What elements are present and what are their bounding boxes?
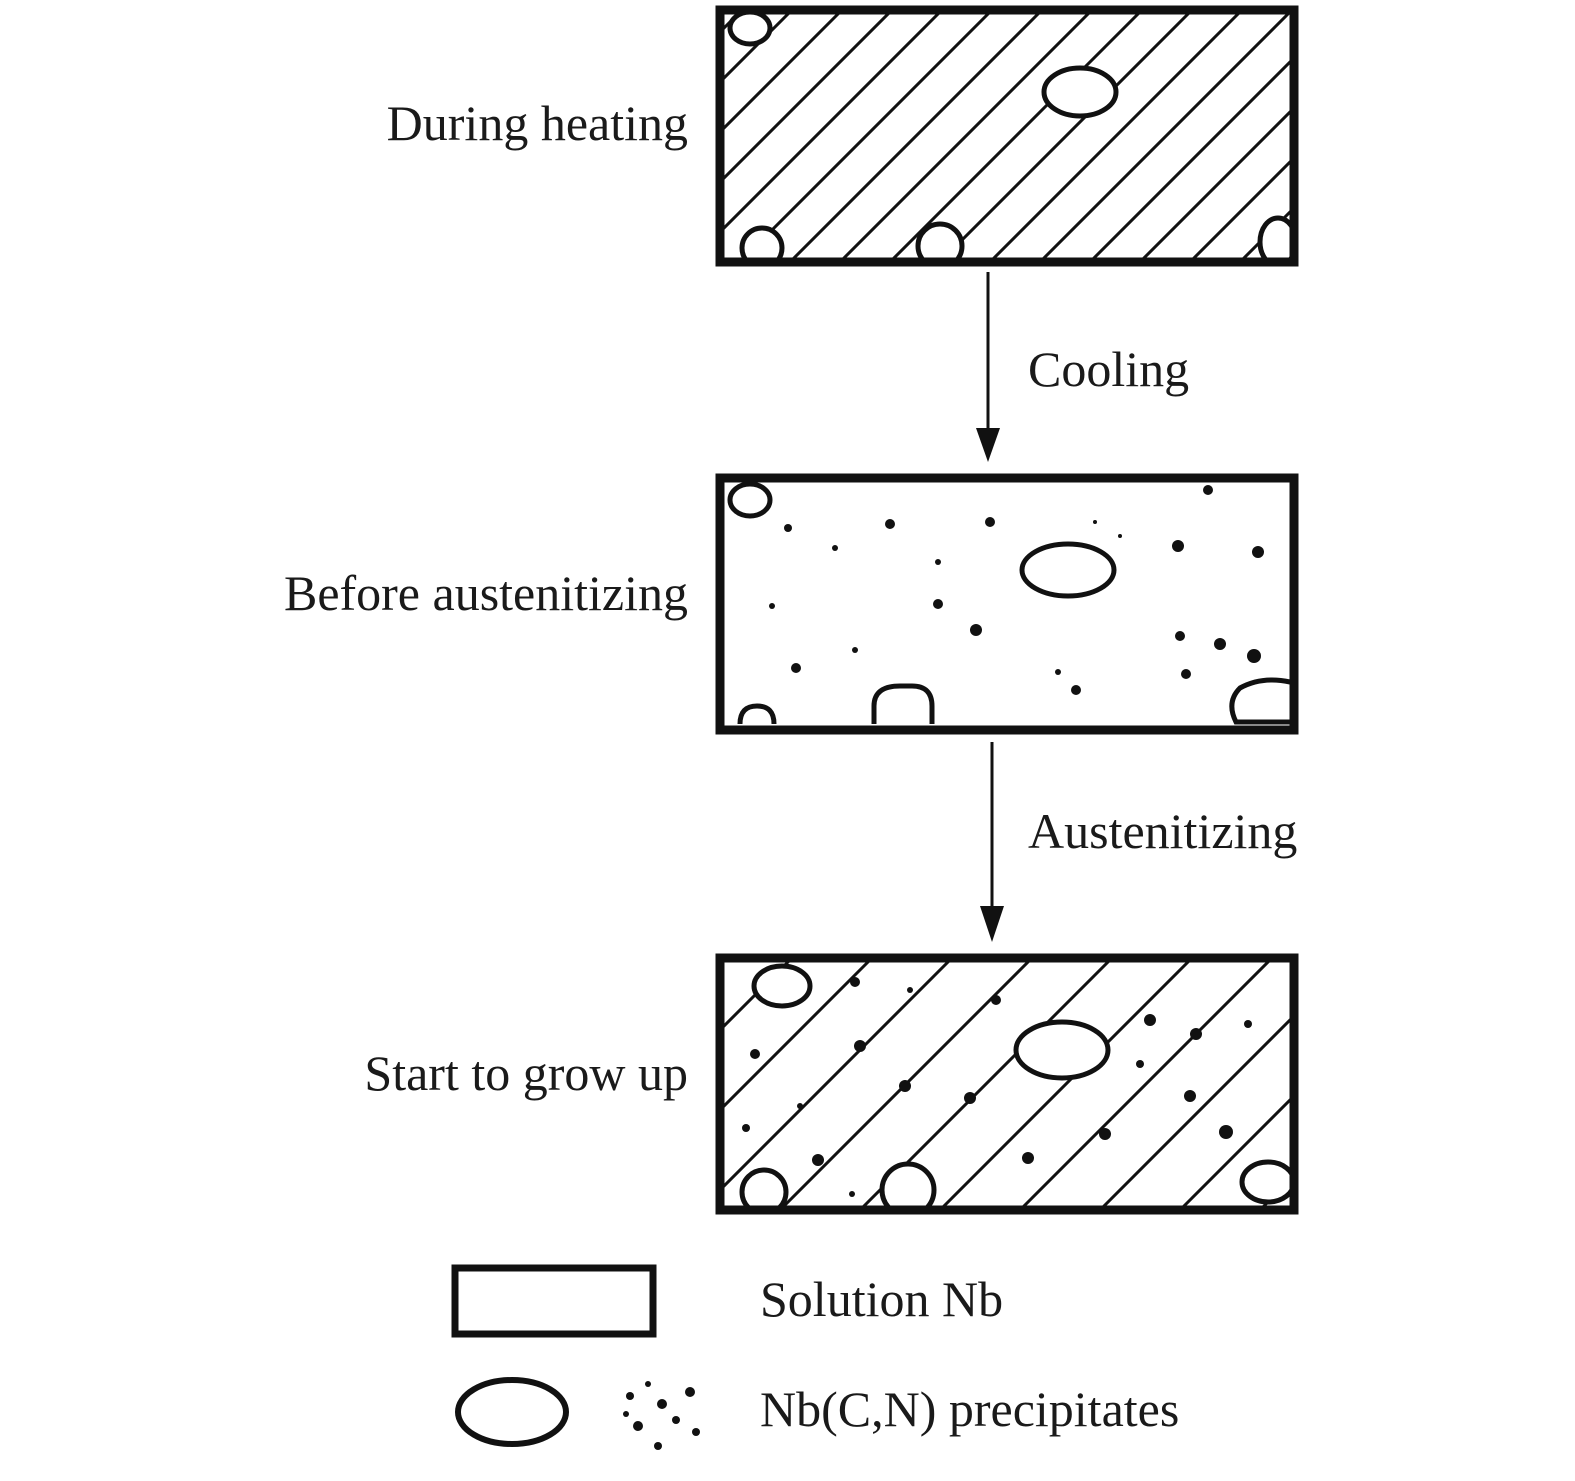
transition-label-cooling: Cooling	[1028, 341, 1189, 397]
transition-label-austenitizing: Austenitizing	[1028, 803, 1297, 859]
precipitates-large	[727, 481, 1291, 725]
stage-panel-start-to-grow-up	[715, 953, 1299, 1215]
precipitates-fine	[742, 977, 1252, 1197]
stage-label-start-to-grow-up: Start to grow up	[364, 1045, 688, 1101]
precipitates-fine	[769, 485, 1264, 695]
stage-panel-before-austenitizing	[715, 473, 1299, 735]
legend-swatch-solution-nb	[451, 1264, 657, 1338]
legend-label-precipitates: Nb(C,N) precipitates	[760, 1381, 1179, 1437]
arrow-austenitizing	[980, 742, 1004, 942]
arrow-cooling	[976, 272, 1000, 462]
solution-nb-hatching	[720, 10, 1294, 262]
legend: Solution Nb Nb(C,N) precipitates	[451, 1264, 1179, 1450]
stage-panel-during-heating	[715, 5, 1299, 267]
legend-swatch-precipitates	[455, 1377, 700, 1450]
stage-label-before-austenitizing: Before austenitizing	[284, 565, 688, 621]
solution-nb-hatching	[720, 958, 1294, 1210]
stage-label-during-heating: During heating	[387, 95, 688, 151]
precipitates-large	[727, 10, 1294, 262]
legend-label-solution-nb: Solution Nb	[760, 1271, 1003, 1327]
precipitates-large	[739, 963, 1294, 1210]
